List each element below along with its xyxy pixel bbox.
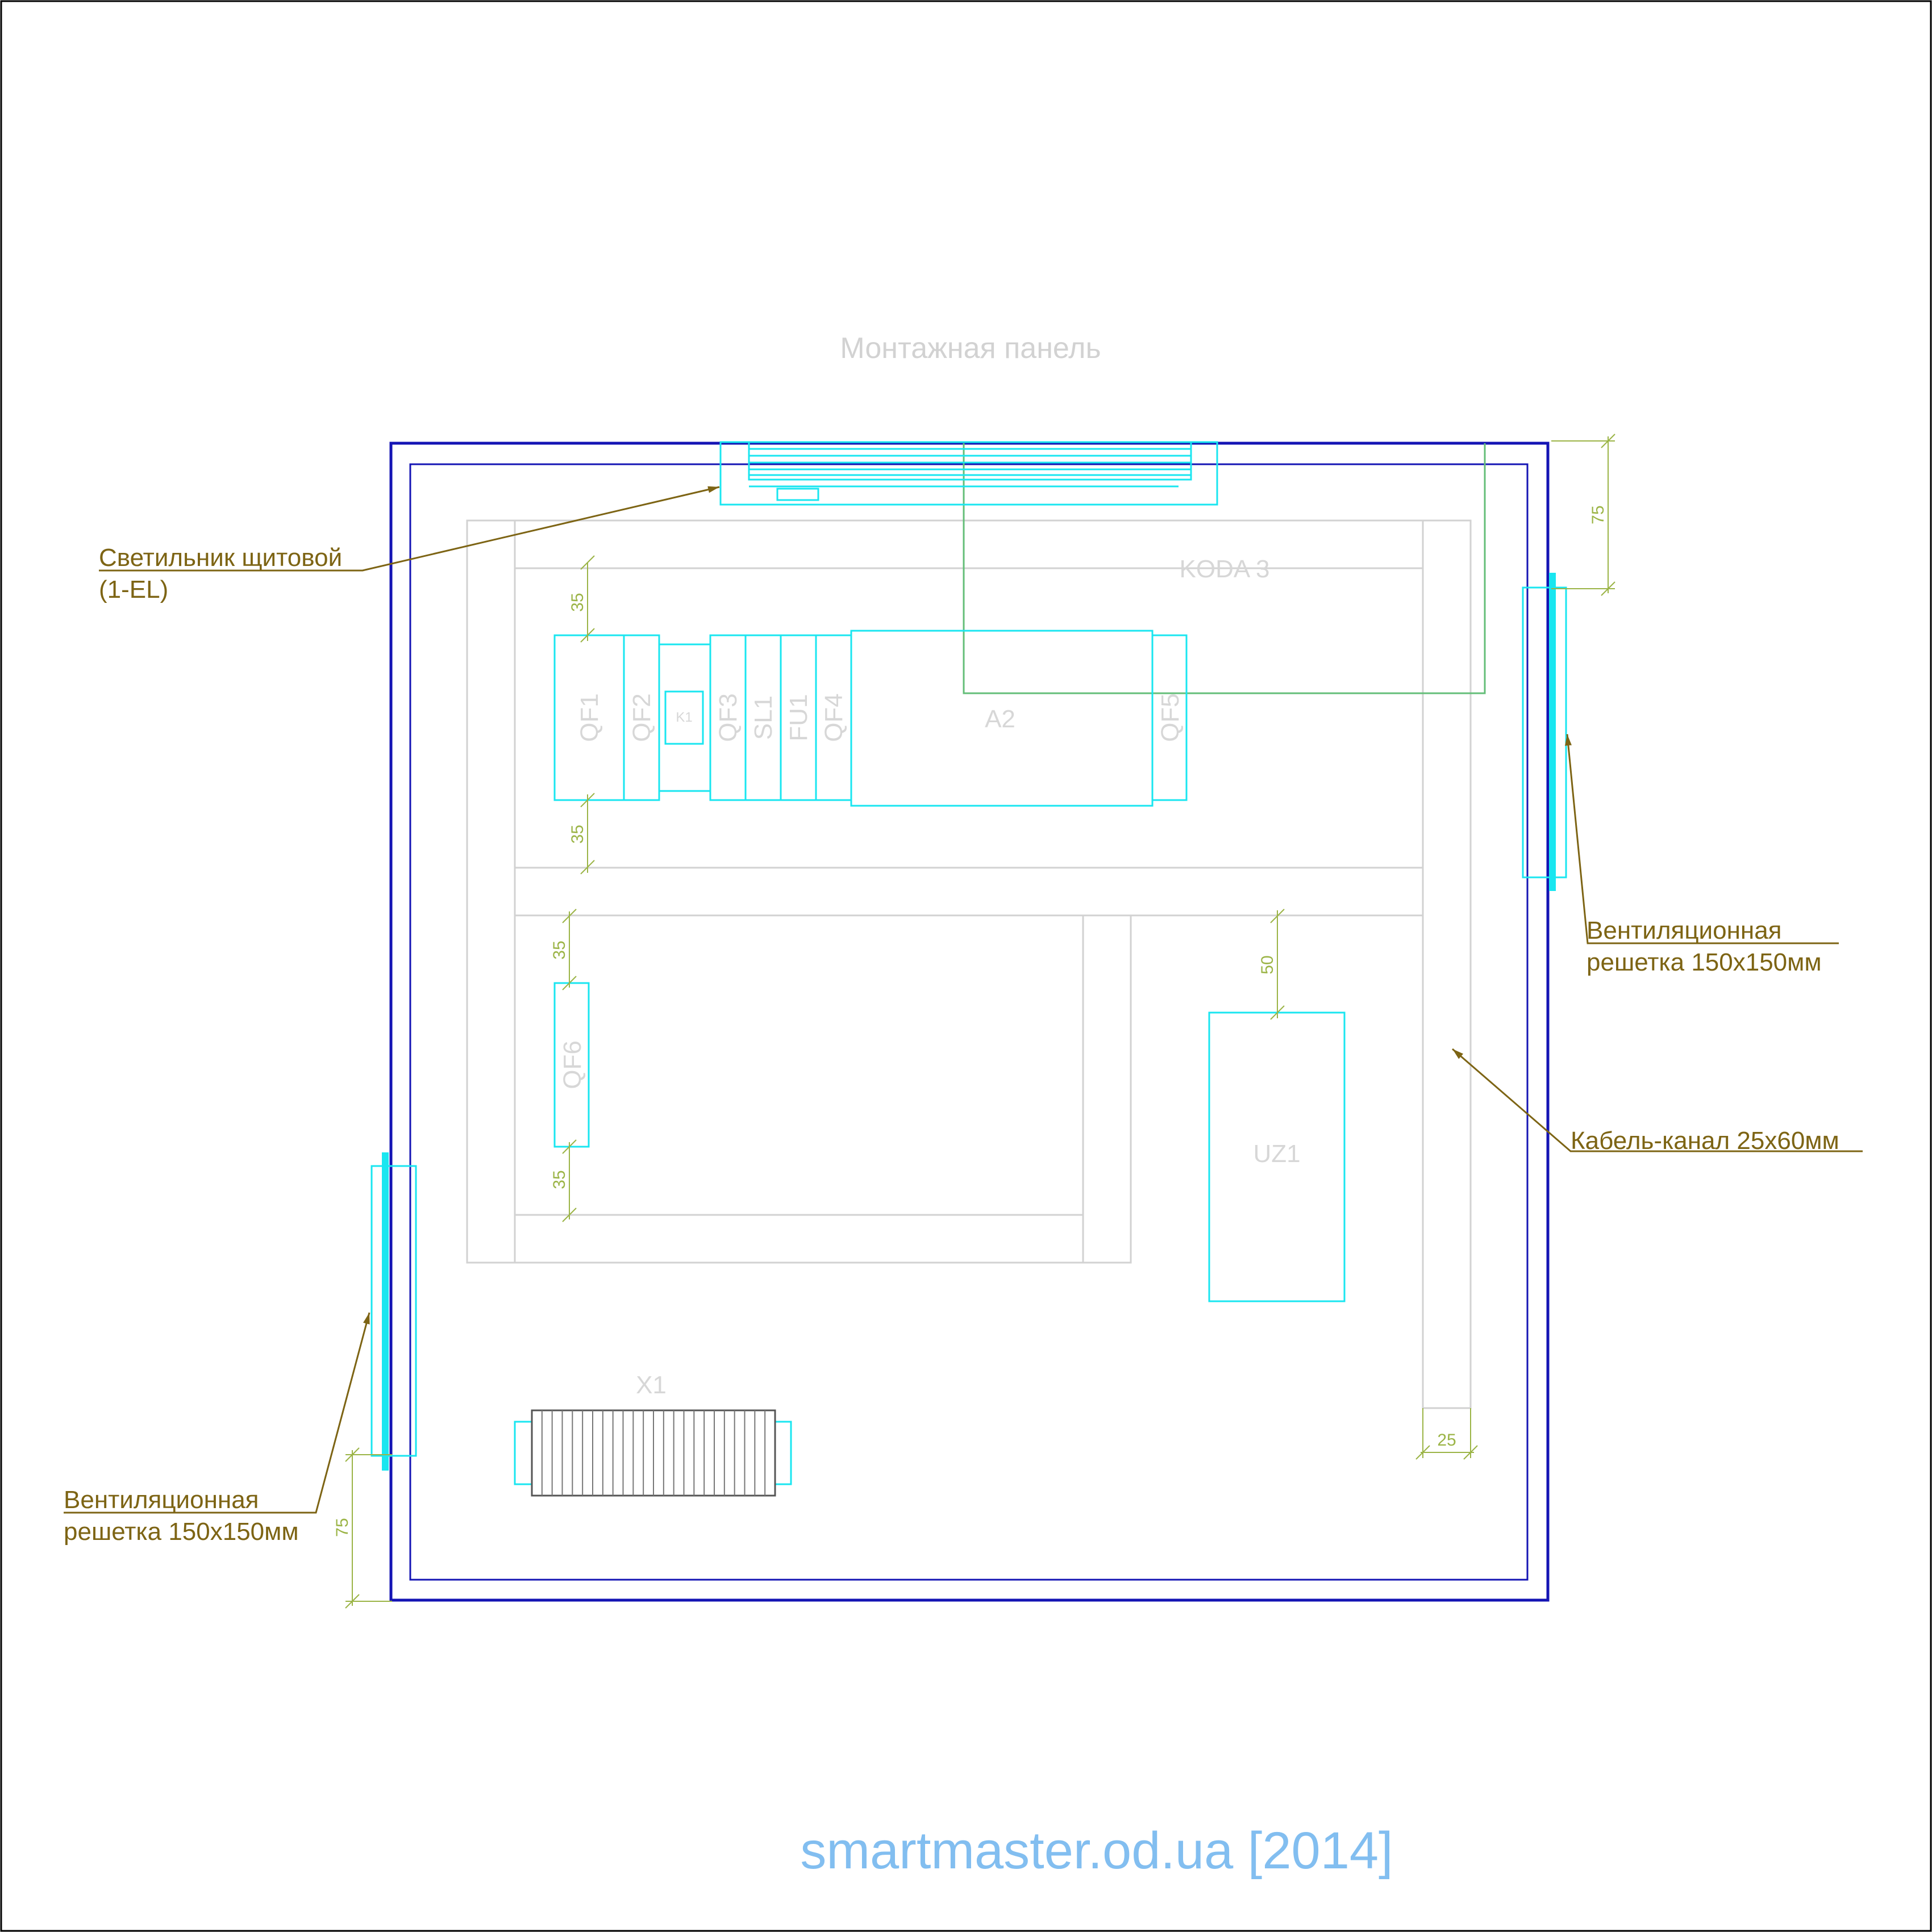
vent-right-label-line2: решетка 150х150мм (1587, 948, 1822, 976)
panel-lamp (719, 441, 1218, 506)
uz1-label: UZ1 (1253, 1140, 1300, 1168)
lamp-switch (776, 488, 819, 501)
dimension-lines (345, 434, 1615, 1609)
qf5-body (1151, 634, 1188, 801)
lamp-label-line2: (1-EL) (99, 576, 168, 603)
lamp-body (719, 441, 1218, 506)
cable-ducts (466, 519, 1472, 1409)
dim-rail2-top: 35 (550, 940, 569, 959)
dim-uz1-gap: 50 (1258, 955, 1277, 974)
x1-end-left (514, 1421, 533, 1485)
watermark: smartmaster.od.ua [2014] (800, 1822, 1393, 1880)
vent-left-leader (64, 1312, 370, 1514)
qf1-label: QF1 (576, 693, 603, 742)
dim-top-right: 75 (1589, 505, 1608, 524)
qf6-body (553, 982, 590, 1148)
lamp-label-line1: Светильник щитовой (99, 544, 342, 572)
vent-left-frame (370, 1165, 417, 1457)
vent-right-bar (1549, 573, 1556, 891)
cable-channel-label: Кабель-канал 25х60мм (1571, 1127, 1839, 1155)
cable-channel-leader (1452, 1048, 1863, 1152)
x1-terminals (541, 1410, 766, 1496)
dim-rail1-top: 35 (568, 593, 587, 611)
cabinet-inner-frame (409, 463, 1529, 1581)
cabinet-outer-frame (389, 442, 1550, 1602)
dim-channel-width: 25 (1437, 1431, 1456, 1450)
vent-grille-left (370, 1152, 417, 1471)
din-rail-1-labels: QF1 QF2 K1 QF3 SL1 FU1 QF4 A2 QF5 (576, 693, 1184, 742)
a2-label: A2 (985, 705, 1015, 733)
vent-left-bar (382, 1152, 389, 1471)
x1-label: X1 (636, 1371, 667, 1399)
dim-bottom-left: 75 (333, 1518, 352, 1537)
qf6-label: QF6 (559, 1040, 586, 1089)
fu1-label: FU1 (785, 694, 813, 741)
dim-rail1-bottom: 35 (568, 825, 587, 843)
vent-left-label-line2: решетка 150х150мм (64, 1518, 299, 1546)
vent-grille-right (1522, 573, 1567, 891)
qf2-label: QF2 (628, 693, 656, 742)
cabinet-frame (389, 442, 1550, 1602)
terminal-block-x1 (514, 1409, 792, 1497)
duct-bottom-horizontal (514, 1214, 1084, 1264)
lamp-diffuser (748, 441, 1192, 481)
dimension-values: 75 35 35 35 35 50 25 75 (333, 505, 1608, 1537)
sl1-label: SL1 (750, 696, 777, 740)
wiring-route (963, 443, 1486, 694)
vent-right-frame (1522, 586, 1567, 878)
leader-lines (64, 486, 1863, 1514)
cabinet-label: KODA 3 (1180, 555, 1270, 583)
x1-end-right (774, 1421, 792, 1485)
vent-right-label-line1: Вентиляционная (1587, 917, 1782, 944)
k1-label: K1 (676, 710, 692, 725)
leader-labels: Светильник щитовой (1-EL) Вентиляционная… (64, 544, 1839, 1546)
qf3-label: QF3 (714, 693, 742, 742)
page-title: Монтажная панель (840, 332, 1101, 365)
duct-inner-vertical (1082, 914, 1132, 1264)
dim-rail2-bottom: 35 (550, 1170, 569, 1189)
duct-left-vertical (466, 519, 516, 1264)
vent-left-label-line1: Вентиляционная (64, 1486, 259, 1514)
duct-right-vertical (1422, 519, 1472, 1409)
duct-middle-horizontal (514, 867, 1424, 917)
duct-top-horizontal (514, 519, 1424, 569)
din-rail-1-devices (553, 630, 1188, 807)
k1-window (664, 690, 704, 745)
lamp-leader (99, 486, 720, 572)
qf4-label: QF4 (820, 693, 848, 742)
qf5-label: QF5 (1156, 693, 1184, 742)
vent-right-leader (1564, 734, 1839, 944)
